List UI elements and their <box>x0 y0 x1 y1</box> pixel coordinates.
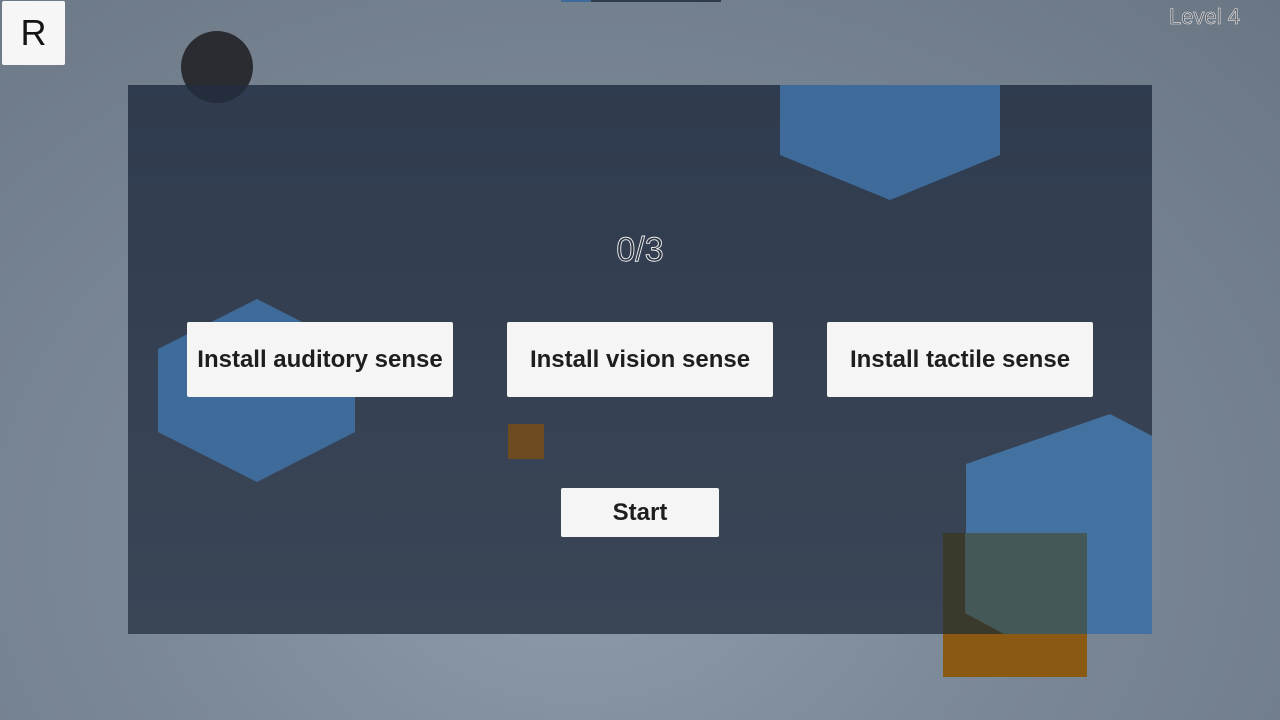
dark-ball-panel-overlap <box>181 31 253 103</box>
top-edge-blue-bar <box>561 0 591 2</box>
hexagon-top <box>780 85 1000 200</box>
orange-block-small <box>508 424 544 459</box>
install-vision-sense-button[interactable]: Install vision sense <box>507 322 773 397</box>
top-edge-dark-bar <box>591 0 721 2</box>
install-auditory-sense-button[interactable]: Install auditory sense <box>187 322 453 397</box>
orange-block-large <box>943 533 1087 677</box>
reset-button[interactable]: R <box>2 1 65 65</box>
level-label: Level 4 <box>1169 4 1241 30</box>
start-button[interactable]: Start <box>561 488 719 537</box>
install-tactile-sense-button[interactable]: Install tactile sense <box>827 322 1093 397</box>
installed-senses-counter: 0/3 <box>616 231 664 270</box>
